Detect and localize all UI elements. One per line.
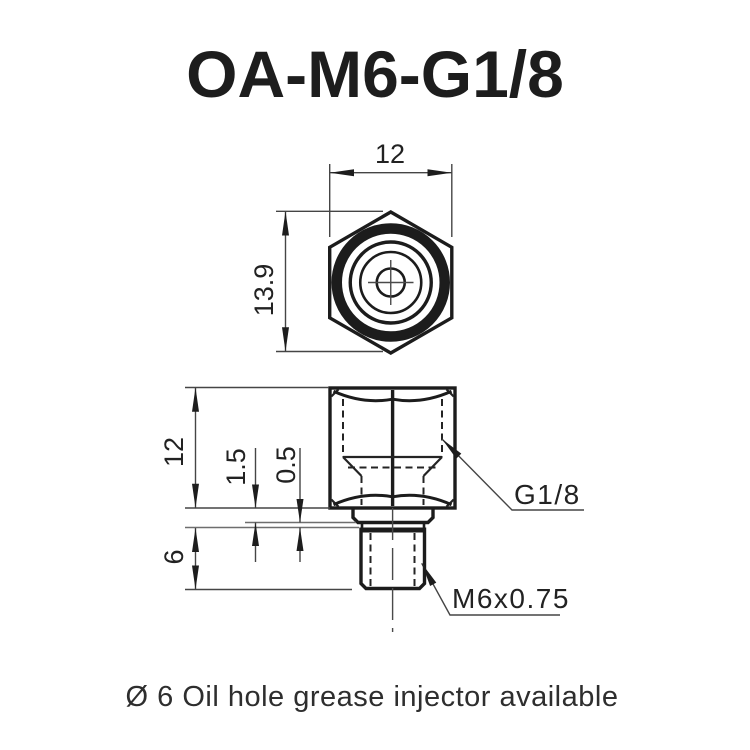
bore-circle (358, 250, 423, 315)
stud-thread-hidden-lines (369, 533, 416, 587)
dimension-across-flats: 12 (329, 139, 453, 237)
hexagon-outline (328, 210, 454, 355)
availability-note: Ø 6 Oil hole grease injector available (126, 681, 619, 713)
internal-thread-hidden-lines (342, 399, 443, 505)
dim-step-height-value: 0.5 (271, 446, 301, 484)
hex-chamfer-arcs (332, 389, 453, 507)
dimension-across-corners: 13.9 (249, 210, 383, 353)
dim-thread-length-value: 6 (159, 549, 189, 564)
label-port-thread: G1/8 (514, 479, 581, 510)
dimension-collar-height: 1.5 (221, 448, 259, 562)
step-outline (360, 522, 426, 528)
dimension-thread-length: 6 (159, 528, 352, 591)
chamfer-ring (331, 223, 450, 342)
part-number-title: OA-M6-G1/8 (186, 37, 564, 111)
side-view: 12 1.5 0.5 6 (159, 386, 584, 632)
dim-body-height-value: 12 (159, 437, 189, 467)
dim-across-corners-value: 13.9 (249, 264, 279, 317)
dimension-step-height: 0.5 (271, 446, 304, 562)
label-stud-thread: M6x0.75 (452, 583, 570, 614)
leader-stud-thread: M6x0.75 (421, 562, 570, 616)
leader-port-thread: G1/8 (441, 438, 584, 511)
top-view: 12 13.9 (249, 139, 454, 355)
dimension-body-height: 12 (159, 386, 330, 509)
center-crosshair-icon (368, 260, 414, 305)
dim-collar-height-value: 1.5 (221, 448, 251, 486)
thread-major-circle (348, 240, 433, 325)
dim-across-flats-value: 12 (375, 139, 405, 169)
